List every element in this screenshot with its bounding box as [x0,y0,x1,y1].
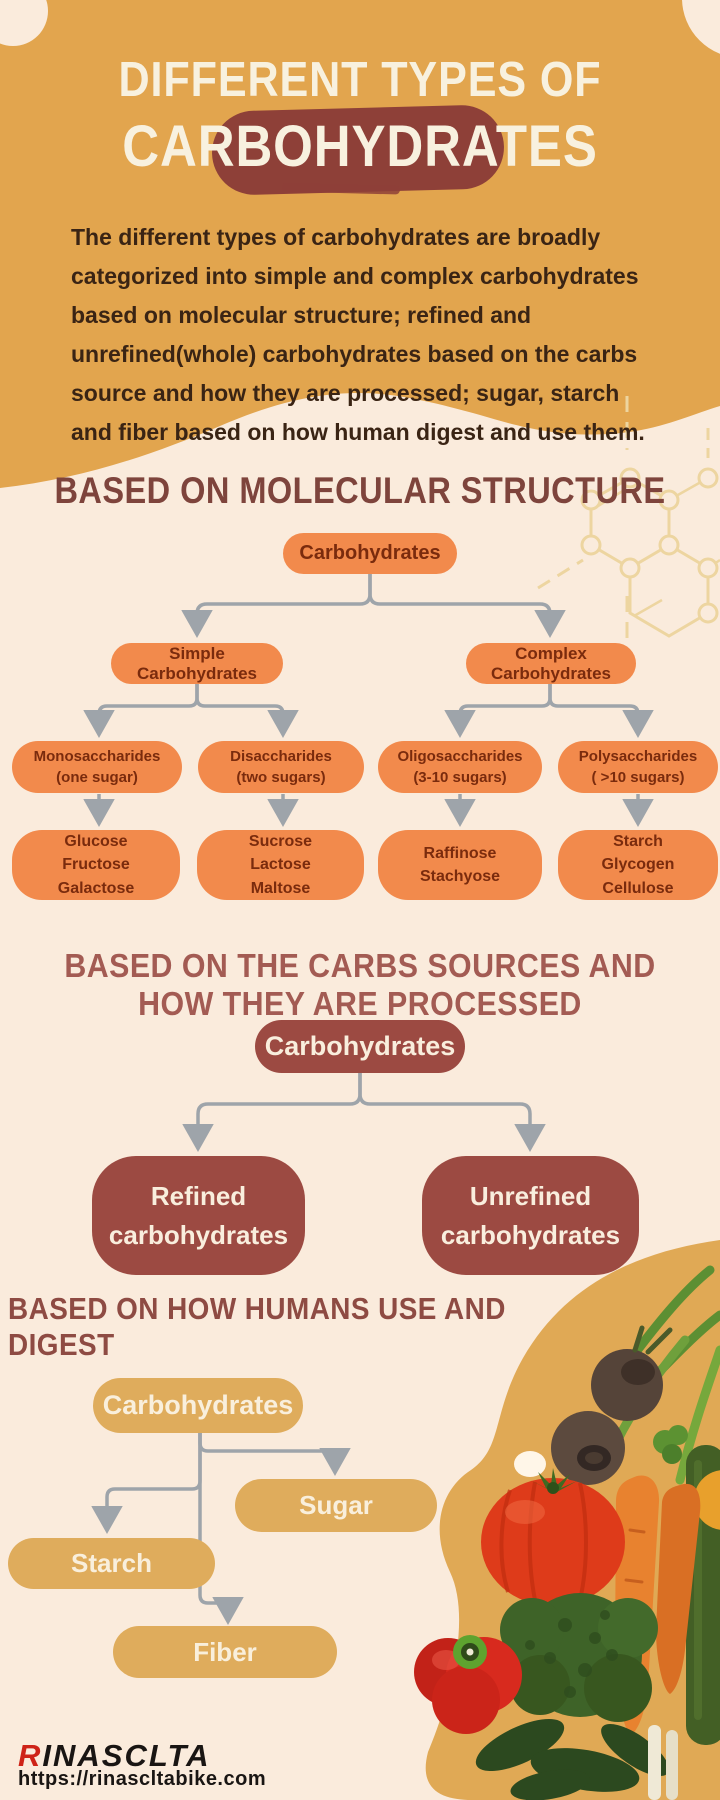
node-monosaccharides: Monosaccharides (one sugar) [12,741,182,793]
beet [591,1325,673,1421]
node-carbohydrates-root-3: Carbohydrates [93,1378,303,1433]
intro-paragraph: The different types of carbohydrates are… [71,224,645,445]
node-polysaccharides: Polysaccharides ( >10 sugars) [558,741,718,793]
white-oval [514,1451,546,1477]
node-disaccharide-examples: Sucrose Lactose Maltose [197,830,364,900]
section1-heading: BASED ON MOLECULAR STRUCTURE [54,470,666,511]
brand-rest: INASCLTA [42,1738,211,1773]
node-oligosaccharide-examples: Raffinose Stachyose [378,830,542,900]
brand-logo: RINASCLTA [18,1738,211,1774]
poster-title-line1: DIFFERENT TYPES OF [118,53,602,107]
node-sugar: Sugar [235,1479,437,1532]
zucchini-stem [653,1425,688,1464]
section3-heading: BASED ON HOW HUMANS USE AND DIGEST [8,1291,506,1362]
node-complex-carbohydrates: Complex Carbohydrates [466,643,636,684]
node-polysaccharide-examples: Starch Glycogen Cellulose [558,830,718,900]
node-carbohydrates-root-1: Carbohydrates [283,533,457,574]
website-url-link[interactable]: https://rinascltabike.com [18,1768,267,1790]
poster-title-line2: CARBOHYDRATES [122,114,598,179]
hero-wave-background [0,0,720,488]
node-simple-carbohydrates: Simple Carbohydrates [111,643,283,684]
beet [551,1411,625,1485]
scallion-stalks [648,1725,678,1800]
node-disaccharides: Disaccharides (two sugars) [198,741,364,793]
node-fiber: Fiber [113,1626,337,1678]
hexagon-molecule-icon [537,396,720,650]
vegetables-photo-collage [414,1240,720,1800]
tomato [481,1468,625,1606]
node-refined-carbohydrates: Refined carbohydrates [92,1156,305,1275]
leaves [475,1718,669,1800]
node-carbohydrates-root-2: Carbohydrates [255,1020,465,1073]
node-unrefined-carbohydrates: Unrefined carbohydrates [422,1156,639,1275]
node-oligosaccharides: Oligosaccharides (3-10 sugars) [378,741,542,793]
brand-initial: R [18,1738,43,1773]
section2-heading: BASED ON THE CARBS SOURCES AND HOW THEY … [64,947,656,1022]
node-starch: Starch [8,1538,215,1589]
broccoli [500,1593,658,1722]
red-bell-pepper [414,1635,522,1734]
orange-fruit [694,1470,720,1530]
node-monosaccharide-examples: Glucose Fructose Galactose [12,830,180,900]
